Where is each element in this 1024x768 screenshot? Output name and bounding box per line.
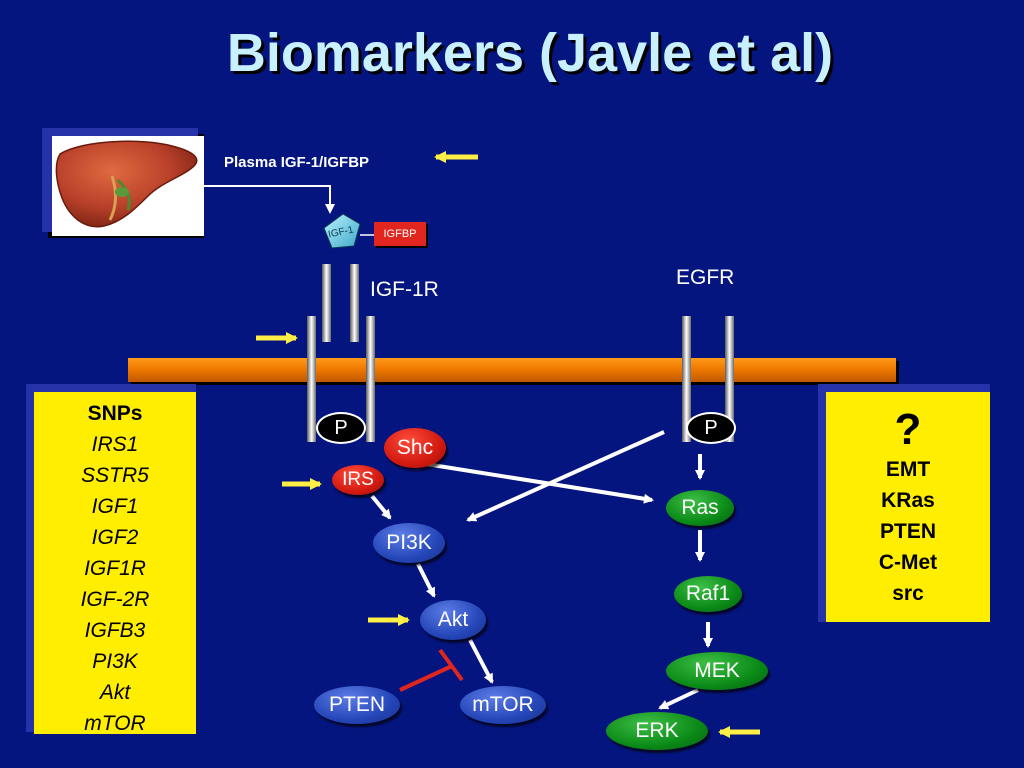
igfbp-box: IGFBP <box>374 222 426 246</box>
igf1r-label: IGF-1R <box>370 278 439 301</box>
arrow-irs-to-pi3k <box>370 494 392 520</box>
unknown-item: KRas <box>881 489 935 512</box>
arrow-shc-to-ras <box>425 462 654 504</box>
snp-item: IGFB3 <box>84 619 146 642</box>
node-shc: Shc <box>384 428 446 468</box>
arrow-mek-to-erk <box>658 688 699 710</box>
snp-item: Akt <box>99 681 131 704</box>
igf1r-alpha-left <box>322 264 331 342</box>
plasma-igf1-label: Plasma IGF-1/IGFBP <box>224 154 370 171</box>
node-pten: PTEN <box>314 686 400 724</box>
arrow-egfr-to-pi3k <box>466 430 665 522</box>
igf1-ligand <box>323 213 361 249</box>
arrow-akt-to-mtor <box>468 639 494 684</box>
snp-item: mTOR <box>84 712 146 735</box>
unknown-item: src <box>892 582 924 605</box>
egfr-phospho-badge: P <box>686 412 736 444</box>
snp-item: IGF2 <box>91 526 139 549</box>
snp-item: IGF1R <box>84 557 146 580</box>
snp-item: IGF-2R <box>80 588 150 611</box>
node-erk: ERK <box>606 712 708 750</box>
cell-membrane <box>128 358 896 382</box>
igf1r-beta-right <box>366 316 375 442</box>
igf1r-phospho-badge: P <box>316 412 366 444</box>
node-pi3k: PI3K <box>373 523 445 563</box>
egfr-right <box>725 316 734 442</box>
pten-inhibition-bar <box>438 648 464 682</box>
liver-image <box>52 136 204 236</box>
question-mark: ? <box>894 405 922 454</box>
node-raf1: Raf1 <box>674 576 742 612</box>
snps-panel: SNPs IRS1 SSTR5 IGF1 IGF2 IGF1R IGF-2R I… <box>34 392 196 735</box>
liver-to-igf1-arrow <box>204 185 335 214</box>
snps-heading: SNPs <box>87 402 143 425</box>
snp-item: PI3K <box>92 650 138 673</box>
unknown-item: PTEN <box>879 520 936 543</box>
node-ras: Ras <box>666 490 734 526</box>
egfr-left <box>682 316 691 442</box>
snp-item: IGF1 <box>91 495 139 518</box>
snp-item: SSTR5 <box>81 464 149 487</box>
pten-inhibition-line <box>399 664 453 692</box>
node-irs: IRS <box>332 465 384 495</box>
unknown-panel: ? EMT KRas PTEN C-Met src <box>826 392 990 622</box>
unknown-item: C-Met <box>878 551 938 574</box>
snp-item: IRS1 <box>91 433 139 456</box>
unknown-item: EMT <box>885 458 931 481</box>
node-mek: MEK <box>666 652 768 690</box>
node-mtor: mTOR <box>460 686 546 724</box>
liver-icon <box>55 140 198 228</box>
node-akt: Akt <box>420 600 486 640</box>
igf1r-alpha-right <box>350 264 359 342</box>
igf1r-beta-left <box>307 316 316 442</box>
arrow-pi3k-to-akt <box>416 563 436 598</box>
slide-title: Biomarkers (Javle et al) <box>226 23 834 83</box>
egfr-label: EGFR <box>676 266 735 289</box>
